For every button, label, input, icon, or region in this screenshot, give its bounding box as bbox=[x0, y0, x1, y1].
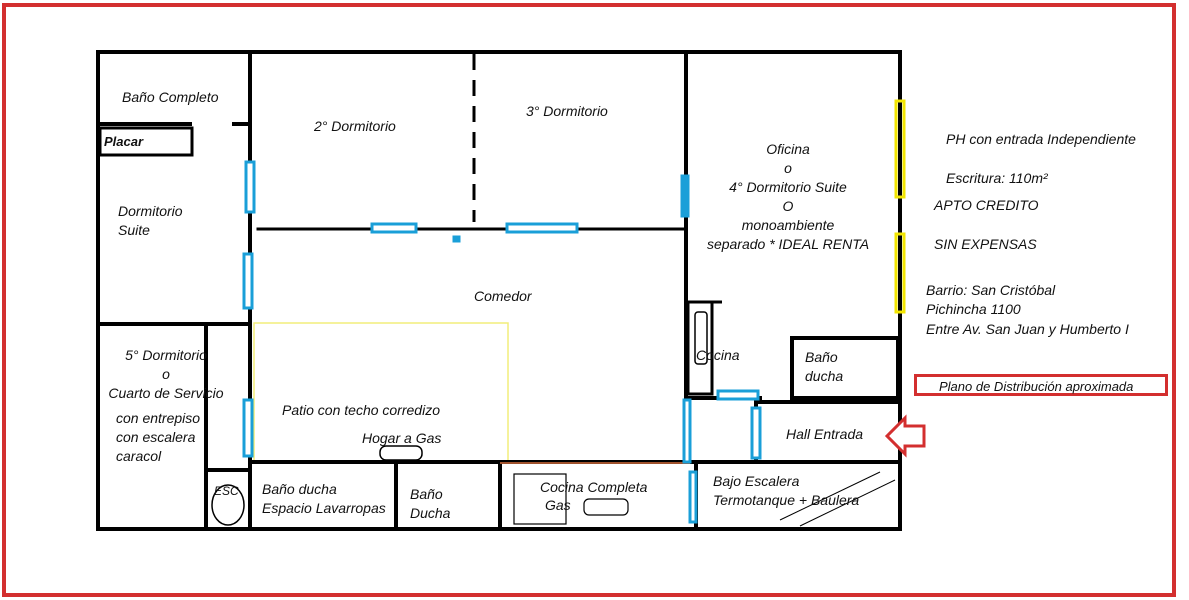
arrow-left-icon bbox=[884, 414, 926, 458]
label-comedor: Comedor bbox=[474, 288, 532, 304]
label-hall: Hall Entrada bbox=[786, 426, 864, 442]
label-patio: Patio con techo corredizo bbox=[282, 402, 440, 418]
label-esc: ESC bbox=[214, 484, 239, 498]
label-dormitorio-3: 3° Dormitorio bbox=[526, 103, 608, 119]
stair-circle bbox=[211, 484, 245, 526]
cocina-sink bbox=[694, 311, 708, 365]
windows bbox=[894, 99, 906, 314]
label-cocina-completa: Cocina Completa bbox=[540, 479, 648, 495]
info-ph: PH con entrada Independiente bbox=[946, 131, 1136, 147]
info-escritura: Escritura: 110m² bbox=[946, 170, 1048, 186]
label-oficina: Oficina o 4° Dormitorio Suite O monoambi… bbox=[706, 141, 870, 252]
hearth bbox=[379, 445, 423, 461]
label-hogar: Hogar a Gas bbox=[362, 430, 442, 446]
info-barrio: Barrio: San Cristóbal bbox=[926, 282, 1056, 298]
info-entre: Entre Av. San Juan y Humberto I bbox=[926, 321, 1129, 337]
info-expensas: SIN EXPENSAS bbox=[934, 236, 1037, 252]
label-placar: Placar bbox=[104, 134, 144, 149]
doors bbox=[242, 160, 762, 524]
note-box: Plano de Distribución aproximada bbox=[914, 374, 1168, 396]
note-text: Plano de Distribución aproximada bbox=[939, 379, 1134, 394]
label-dormitorio-5-extra: con entrepiso con escalera caracol bbox=[116, 410, 201, 464]
info-direccion: Pichincha 1100 bbox=[926, 301, 1021, 317]
stair-hatching bbox=[779, 471, 896, 527]
label-dormitorio-5: 5° Dormitorio o Cuarto de Servicio bbox=[108, 347, 224, 401]
info-apto: APTO CREDITO bbox=[934, 197, 1039, 213]
placar-box bbox=[98, 126, 194, 157]
label-bano-completo: Baño Completo bbox=[122, 89, 219, 105]
stove bbox=[513, 473, 567, 525]
label-dormitorio-2: 2° Dormitorio bbox=[314, 118, 396, 134]
label-cocina-gas: Gas bbox=[545, 497, 571, 513]
label-cocina: Cocina bbox=[696, 347, 740, 363]
outer-frame bbox=[2, 3, 1176, 597]
cocina-counter bbox=[583, 498, 629, 516]
